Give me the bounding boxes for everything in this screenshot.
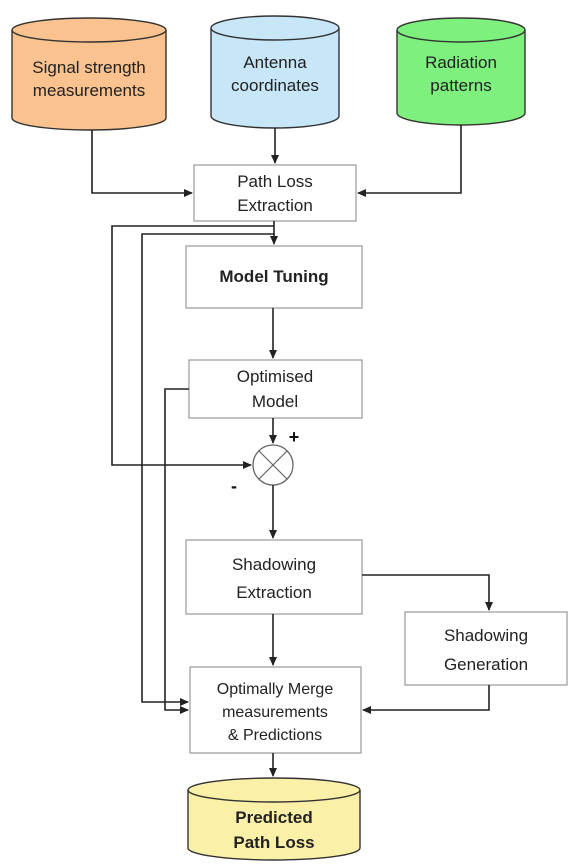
shadowing-extraction-box: Shadowing Extraction: [185, 539, 363, 615]
shadowing-generation-box: Shadowing Generation: [404, 611, 568, 686]
signal-db-top: [11, 17, 167, 43]
shadowing-extraction-label-line1: Shadowing: [232, 555, 316, 574]
model-tuning-label: Model Tuning: [219, 267, 328, 286]
radiation-db-label-line2: patterns: [430, 76, 491, 95]
antenna-db-body: [210, 28, 340, 129]
connectors: [91, 125, 493, 777]
optimised-model-label-line1: Optimised: [237, 367, 314, 386]
arrow-optimised-to-merge: [164, 388, 189, 714]
predicted-db-label-line1: Predicted: [235, 808, 312, 827]
plus-sign: +: [289, 427, 300, 447]
shadowing-generation-label-line1: Shadowing: [444, 626, 528, 645]
path-loss-label-line2: Extraction: [237, 196, 313, 215]
signal-db-label-line2: measurements: [33, 81, 145, 100]
model-tuning-box: Model Tuning: [185, 245, 363, 309]
antenna-db-top: [210, 15, 340, 41]
arrow-signal-to-pathloss: [91, 130, 193, 197]
merge-label-line3: & Predictions: [228, 727, 322, 744]
predicted-db-top: [187, 777, 361, 803]
predicted-db-label-line2: Path Loss: [233, 833, 314, 852]
optimised-model-label-line2: Model: [252, 392, 298, 411]
antenna-db-label-line2: coordinates: [231, 76, 319, 95]
radiation-db-label-line1: Radiation: [425, 53, 497, 72]
merge-label-line2: measurements: [222, 704, 328, 721]
shadowing-extraction-label-line2: Extraction: [236, 583, 312, 602]
path-loss-extraction-box: Path Loss Extraction: [193, 164, 357, 222]
predicted-db-body: [187, 790, 361, 861]
antenna-db-label-line1: Antenna: [243, 53, 307, 72]
arrow-extraction-to-generation: [362, 574, 493, 611]
radiation-db-body: [396, 30, 526, 126]
antenna-coordinates-database: Antenna coordinates: [210, 15, 340, 129]
merge-label-line1: Optimally Merge: [217, 681, 334, 698]
shadowing-generation-label-line2: Generation: [444, 655, 528, 674]
arrow-pathloss-feedback-to-junction: [111, 225, 274, 469]
radiation-patterns-database: Radiation patterns: [396, 17, 526, 126]
predicted-path-loss-database: Predicted Path Loss: [187, 777, 361, 861]
optimised-model-box: Optimised Model: [188, 359, 363, 419]
signal-strength-database: Signal strength measurements: [11, 17, 167, 131]
optimal-merge-box: Optimally Merge measurements & Predictio…: [189, 666, 362, 754]
path-loss-label-line1: Path Loss: [237, 172, 313, 191]
minus-sign: -: [231, 476, 237, 496]
arrow-generation-to-merge: [362, 685, 490, 714]
signal-db-label-line1: Signal strength: [32, 58, 145, 77]
arrow-radiation-to-pathloss: [357, 125, 462, 197]
radiation-db-top: [396, 17, 526, 43]
summing-junction: + -: [231, 427, 299, 496]
signal-db-body: [11, 30, 167, 131]
